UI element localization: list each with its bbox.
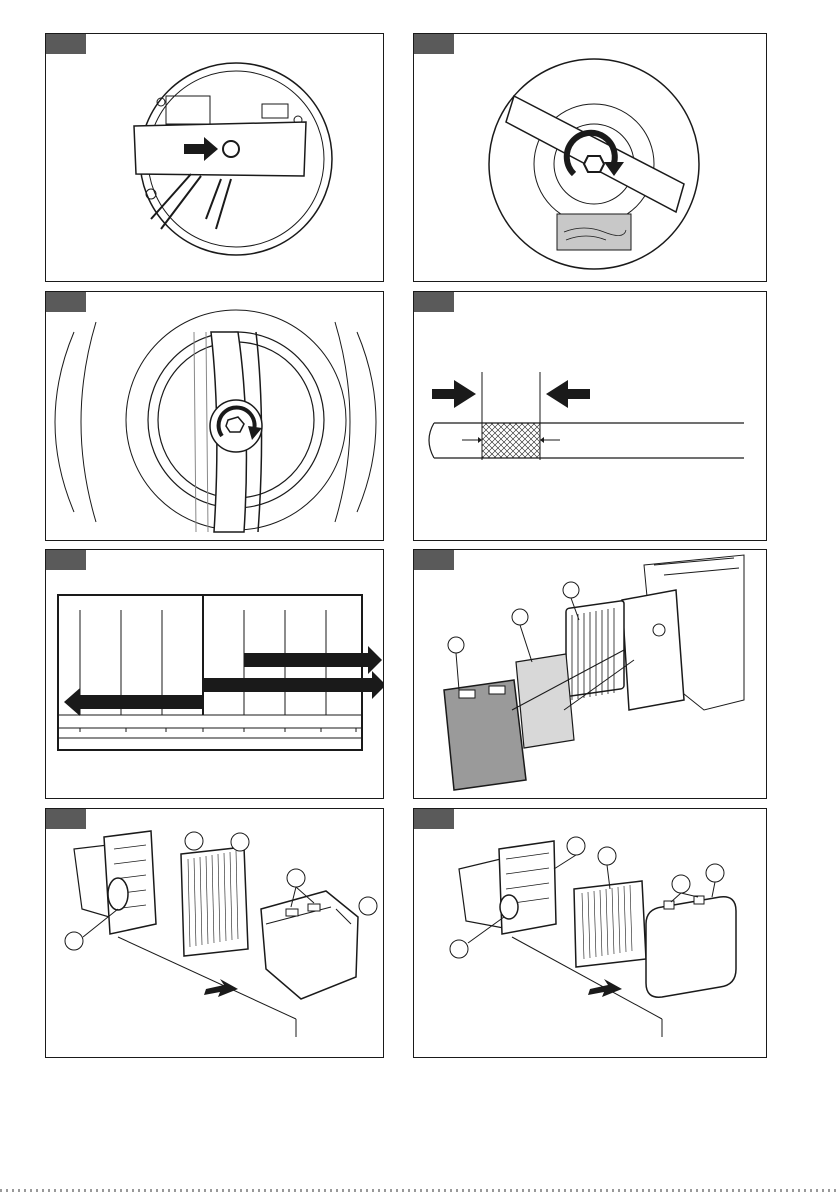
insertion-arrow-icon: [204, 979, 238, 997]
callout-circle-icon: [231, 833, 249, 851]
callout-circle-icon: [563, 582, 579, 598]
callout-circle-icon: [450, 940, 468, 958]
callout-circle-icon: [672, 875, 690, 893]
callout-circle-icon: [598, 847, 616, 865]
arrow-right-icon: [432, 380, 476, 408]
callout-circle-icon: [448, 637, 464, 653]
callout-circle-icon: [567, 837, 585, 855]
air-filter-assembly-b-illustration: [414, 809, 767, 1058]
callout-circle-icon: [287, 869, 305, 887]
panel-blade-torque: [45, 291, 384, 541]
arrow-left-icon: [546, 380, 590, 408]
arrow-right-icon: [203, 671, 384, 699]
callout-circle-icon: [359, 897, 377, 915]
panel-blade-rotation: [413, 33, 767, 282]
callout-circle-icon: [185, 832, 203, 850]
callout-circle-icon: [65, 932, 83, 950]
panel-air-filter-exploded: [413, 549, 767, 799]
blade-torque-illustration: [46, 292, 384, 541]
callout-circle-icon: [706, 864, 724, 882]
blade-alignment-illustration: [46, 34, 384, 282]
range-chart-illustration: [46, 550, 384, 799]
sharpening-zone-illustration: [414, 292, 767, 541]
blade-rotation-illustration: [414, 34, 767, 282]
air-filter-assembly-a-illustration: [46, 809, 384, 1058]
air-filter-exploded-illustration: [414, 550, 767, 799]
arrow-left-icon: [64, 688, 203, 716]
panel-range-chart: [45, 549, 384, 799]
wood-block: [557, 214, 631, 250]
panel-air-filter-assembly-b: [413, 808, 767, 1058]
panel-air-filter-assembly-a: [45, 808, 384, 1058]
callout-circle-icon: [512, 609, 528, 625]
panel-sharpening-zone: [413, 291, 767, 541]
panel-blade-alignment: [45, 33, 384, 282]
